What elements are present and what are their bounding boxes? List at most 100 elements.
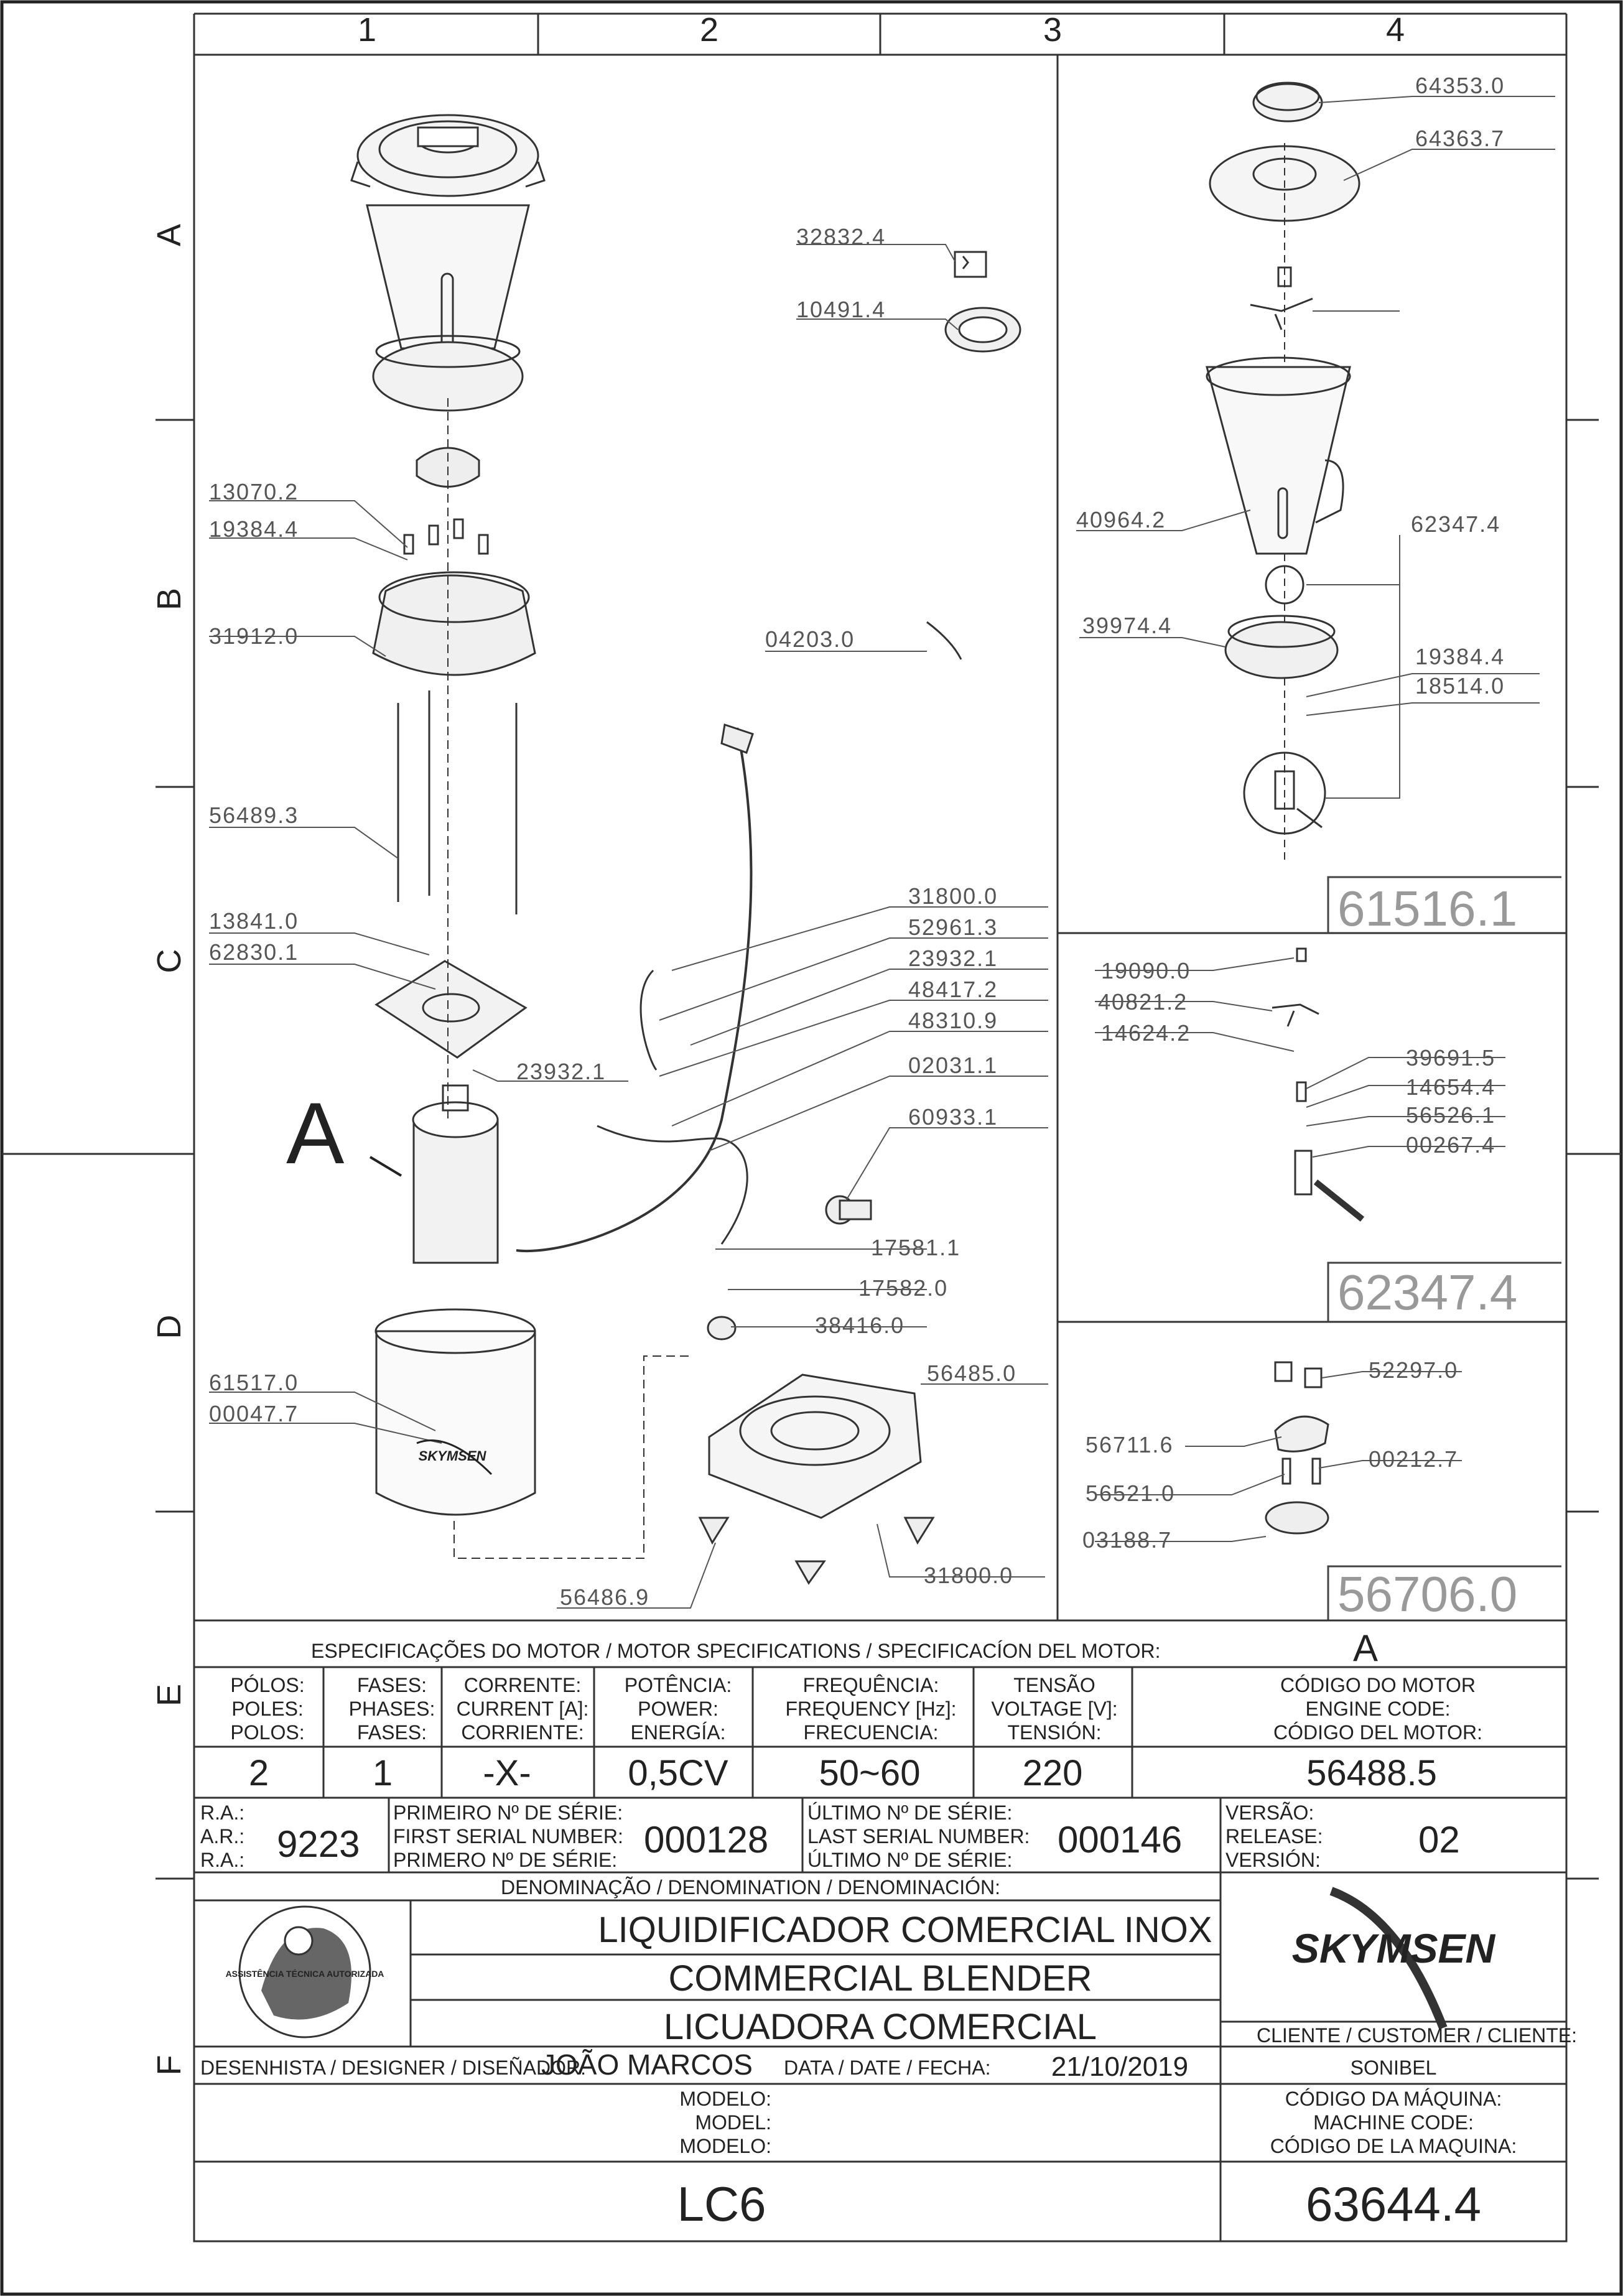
assembly-box-2 xyxy=(1327,1262,1561,1322)
part-label: 62347.4 xyxy=(1411,511,1500,537)
part-label: 56486.9 xyxy=(560,1584,649,1610)
engine-code-label: CÓDIGO DEL MOTOR: xyxy=(1273,1721,1482,1744)
power-cable xyxy=(516,727,753,1252)
model-label: MODELO: xyxy=(679,2135,771,2157)
part-label: 40964.2 xyxy=(1076,507,1166,532)
jar-base xyxy=(372,341,524,412)
part-label: 64363.7 xyxy=(1415,126,1505,151)
machine-base xyxy=(708,1373,922,1519)
part-label: 14624.2 xyxy=(1101,1020,1191,1046)
machine-code-label: CÓDIGO DA MÁQUINA: xyxy=(1285,2088,1502,2110)
model-value: LC6 xyxy=(677,2177,766,2231)
part-label: 14654.4 xyxy=(1406,1074,1495,1100)
poles-label: POLOS: xyxy=(230,1721,304,1744)
part-label: 03188.7 xyxy=(1082,1527,1172,1553)
client-label: CLIENTE / CUSTOMER / CLIENTE: xyxy=(1257,2024,1577,2047)
plug xyxy=(720,723,754,754)
product-name-en: COMMERCIAL BLENDER xyxy=(668,1958,1092,1999)
version-value: 02 xyxy=(1418,1819,1460,1861)
row-label-e: E xyxy=(151,1684,188,1706)
ra-label: R.A.: xyxy=(200,1849,244,1871)
part-label: 10491.4 xyxy=(796,297,886,322)
product-name-pt: LIQUIDIFICADOR COMERCIAL INOX xyxy=(598,1910,1212,1950)
brand-logo: SKYMSEN xyxy=(1292,1887,1496,2030)
part-label: 56489.3 xyxy=(209,802,299,828)
row-label-a: A xyxy=(151,224,188,246)
part-label: 17581.1 xyxy=(871,1235,960,1260)
phases-value: 1 xyxy=(373,1753,393,1793)
ra-label: A.R.: xyxy=(200,1825,244,1847)
drive-shaft xyxy=(1294,1150,1313,1196)
part-label: 62830.1 xyxy=(209,939,299,965)
assembly-number-3: 56706.0 xyxy=(1337,1566,1517,1622)
frequency-label: FREQUÊNCIA: xyxy=(803,1674,939,1696)
row-label-c: C xyxy=(151,949,188,974)
part-label: 52297.0 xyxy=(1369,1357,1458,1383)
part-label: 31912.0 xyxy=(209,623,299,649)
part-label: 23932.1 xyxy=(908,946,998,971)
part-label: 00047.7 xyxy=(209,1401,299,1426)
part-label: 56485.0 xyxy=(927,1360,1016,1386)
part-label: 04203.0 xyxy=(765,626,855,652)
part-label: 48417.2 xyxy=(908,977,998,1002)
voltage-label: VOLTAGE [V]: xyxy=(991,1698,1117,1720)
current-label: CORRIENTE: xyxy=(461,1721,584,1744)
voltage-label: TENSIÓN: xyxy=(1007,1721,1101,1744)
phases-label: FASES: xyxy=(357,1674,427,1696)
drive-base xyxy=(1265,1501,1329,1535)
part-label: 00212.7 xyxy=(1369,1446,1458,1472)
poles-label: POLES: xyxy=(231,1698,304,1720)
machine-code-label: CÓDIGO DE LA MAQUINA: xyxy=(1270,2135,1517,2157)
jar-lid xyxy=(356,114,539,197)
part-label: 56711.6 xyxy=(1086,1432,1173,1457)
phases-label: FASES: xyxy=(357,1721,427,1744)
frequency-value: 50~60 xyxy=(819,1753,921,1793)
model-label: MODEL: xyxy=(695,2111,771,2134)
power-label: ENERGÍA: xyxy=(631,1721,726,1744)
client-value: SONIBEL xyxy=(1351,2057,1437,2079)
svg-text:ASSISTÊNCIA TÉCNICA AUTORIZADA: ASSISTÊNCIA TÉCNICA AUTORIZADA xyxy=(226,1968,384,1979)
part-label: 39691.5 xyxy=(1406,1045,1495,1071)
designer-value: JOÃO MARCOS xyxy=(541,2048,753,2081)
row-label-b: B xyxy=(151,588,188,610)
version-label: VERSIÓN: xyxy=(1225,1849,1321,1871)
cap xyxy=(1252,83,1323,123)
spec-letter: A xyxy=(1353,1627,1378,1669)
motor xyxy=(412,1118,499,1264)
assembly-number-2: 62347.4 xyxy=(1337,1265,1517,1320)
date-value: 21/10/2019 xyxy=(1051,2052,1188,2082)
motor-housing xyxy=(375,1330,536,1516)
part-label: 23932.1 xyxy=(516,1059,606,1084)
blade-assembly xyxy=(1272,1003,1319,1027)
row-label-f: F xyxy=(151,2055,188,2076)
authorized-service-seal: ASSISTÊNCIA TÉCNICA AUTORIZADA xyxy=(226,1905,384,2038)
last-serial-value: 000146 xyxy=(1058,1819,1182,1861)
engine-code-label: ENGINE CODE: xyxy=(1306,1698,1451,1720)
assembly-box-3 xyxy=(1327,1565,1561,1620)
motor-plate xyxy=(374,960,528,1059)
part-label: 39974.4 xyxy=(1082,613,1172,638)
callout-letter: A xyxy=(286,1084,345,1182)
part-label: 13070.2 xyxy=(209,479,299,504)
current-label: CURRENT [A]: xyxy=(457,1698,589,1720)
part-label: 31800.0 xyxy=(924,1563,1013,1588)
col-label-2: 2 xyxy=(700,11,718,49)
first-serial-label: FIRST SERIAL NUMBER: xyxy=(393,1825,623,1847)
first-serial-label: PRIMERO Nº DE SÉRIE: xyxy=(393,1849,617,1871)
power-label: POTÊNCIA: xyxy=(625,1674,732,1696)
voltage-value: 220 xyxy=(1023,1753,1083,1793)
jar-body xyxy=(366,204,530,350)
machine-code-label: MACHINE CODE: xyxy=(1313,2111,1474,2134)
col-label-4: 4 xyxy=(1386,11,1405,49)
part-label: 56521.0 xyxy=(1086,1480,1175,1506)
part-label: 17582.0 xyxy=(858,1275,948,1301)
part-label: 40821.2 xyxy=(1098,989,1188,1015)
part-label: 19384.4 xyxy=(209,516,299,542)
part-label: 38416.0 xyxy=(815,1313,905,1338)
date-label: DATA / DATE / FECHA: xyxy=(784,2057,990,2079)
first-serial-label: PRIMEIRO Nº DE SÉRIE: xyxy=(393,1801,623,1824)
part-label: 19384.4 xyxy=(1415,644,1505,669)
svg-text:SKYMSEN: SKYMSEN xyxy=(1292,1925,1496,1971)
